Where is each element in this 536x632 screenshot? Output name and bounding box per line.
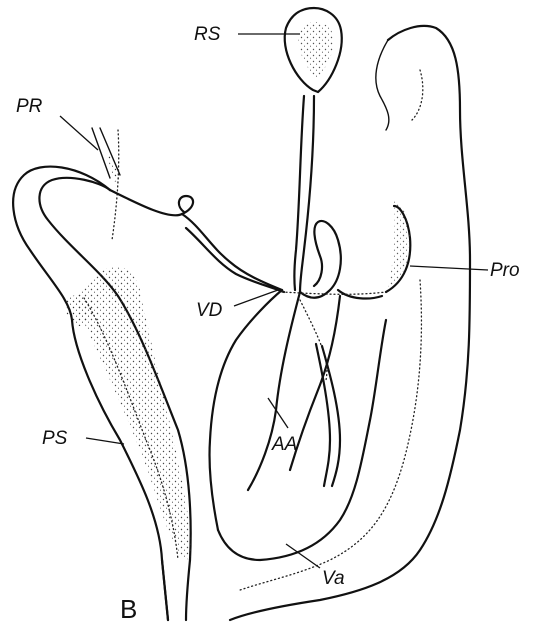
label-rs: RS [194,24,221,45]
label-pro: Pro [490,260,520,281]
label-ps: PS [42,428,68,449]
label-vd: VD [196,300,223,321]
label-va: Va [322,568,345,589]
label-pr: PR [16,96,43,117]
label-aa: AA [271,434,297,455]
panel-letter: B [120,594,137,624]
penis-sheath [13,167,191,620]
vas-deferens-coil [110,190,284,292]
receptaculum-seminis [285,8,342,292]
inner-duct [316,344,340,486]
basal-ducts [162,560,190,620]
prostate-and-vagina [218,26,470,620]
